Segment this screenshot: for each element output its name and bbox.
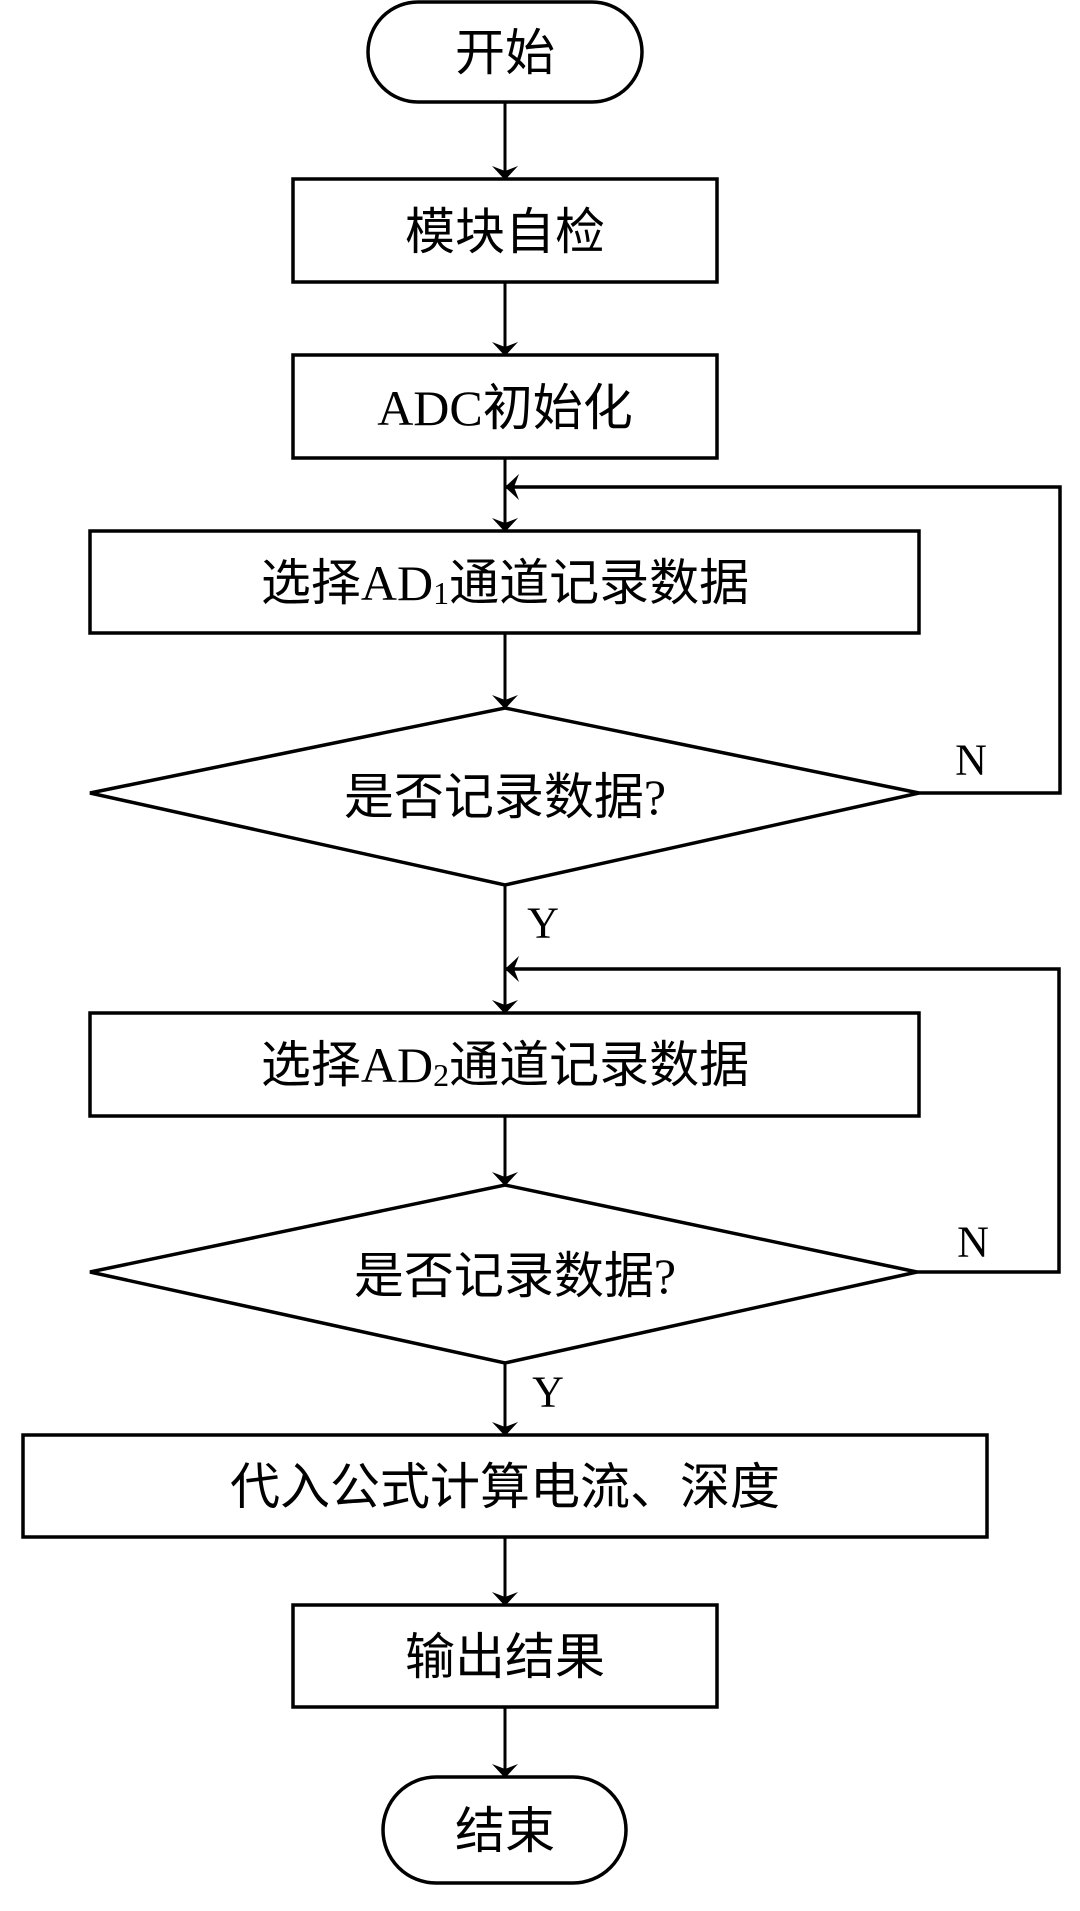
decision1-yes-label: Y (527, 899, 559, 948)
start-label: 开始 (455, 25, 555, 81)
decision1: 是否记录数据? (89, 706, 920, 887)
select-ad1-label: 选择AD1通道记录数据 (261, 555, 749, 611)
select-ad2-process: 选择AD2通道记录数据 (88, 1011, 921, 1118)
select-ad2-label: 选择AD2通道记录数据 (261, 1037, 749, 1093)
decision2-label: 是否记录数据? (354, 1248, 676, 1304)
select-ad2-subscript: 2 (433, 1057, 449, 1093)
decision2: 是否记录数据? (89, 1183, 918, 1365)
decision2-no-loop (505, 956, 1061, 1274)
calculate-process: 代入公式计算电流、深度 (21, 1433, 989, 1539)
select-ad1-prefix: 选择AD (261, 555, 433, 611)
output-box (291, 1603, 719, 1709)
select-ad1-suffix: 通道记录数据 (449, 555, 749, 611)
adc-init-label: ADC初始化 (377, 380, 633, 436)
output-process: 输出结果 (291, 1603, 719, 1709)
calculate-label: 代入公式计算电流、深度 (230, 1459, 780, 1515)
self-check-process: 模块自检 (291, 177, 719, 284)
end-terminator: 结束 (381, 1775, 628, 1885)
calculate-box (21, 1433, 989, 1539)
select-ad2-prefix: 选择AD (261, 1037, 433, 1093)
output-label: 输出结果 (405, 1629, 605, 1685)
end-shape (381, 1775, 628, 1885)
decision1-label: 是否记录数据? (344, 769, 666, 825)
select-ad1-process: 选择AD1通道记录数据 (88, 529, 921, 635)
select-ad2-suffix: 通道记录数据 (449, 1037, 749, 1093)
start-terminator: 开始 (366, 0, 644, 104)
self-check-label: 模块自检 (405, 204, 605, 260)
select-ad2-box (88, 1011, 921, 1118)
select-ad1-box (88, 529, 921, 635)
select-ad1-subscript: 1 (433, 575, 449, 611)
decision1-no-label: N (955, 736, 987, 785)
decision2-no-label: N (957, 1218, 989, 1267)
decision1-no-loop (505, 474, 1062, 795)
self-check-box (291, 177, 719, 284)
end-label: 结束 (455, 1803, 555, 1859)
adc-init-process: ADC初始化 (291, 353, 719, 460)
decision2-yes-label: Y (532, 1368, 564, 1417)
